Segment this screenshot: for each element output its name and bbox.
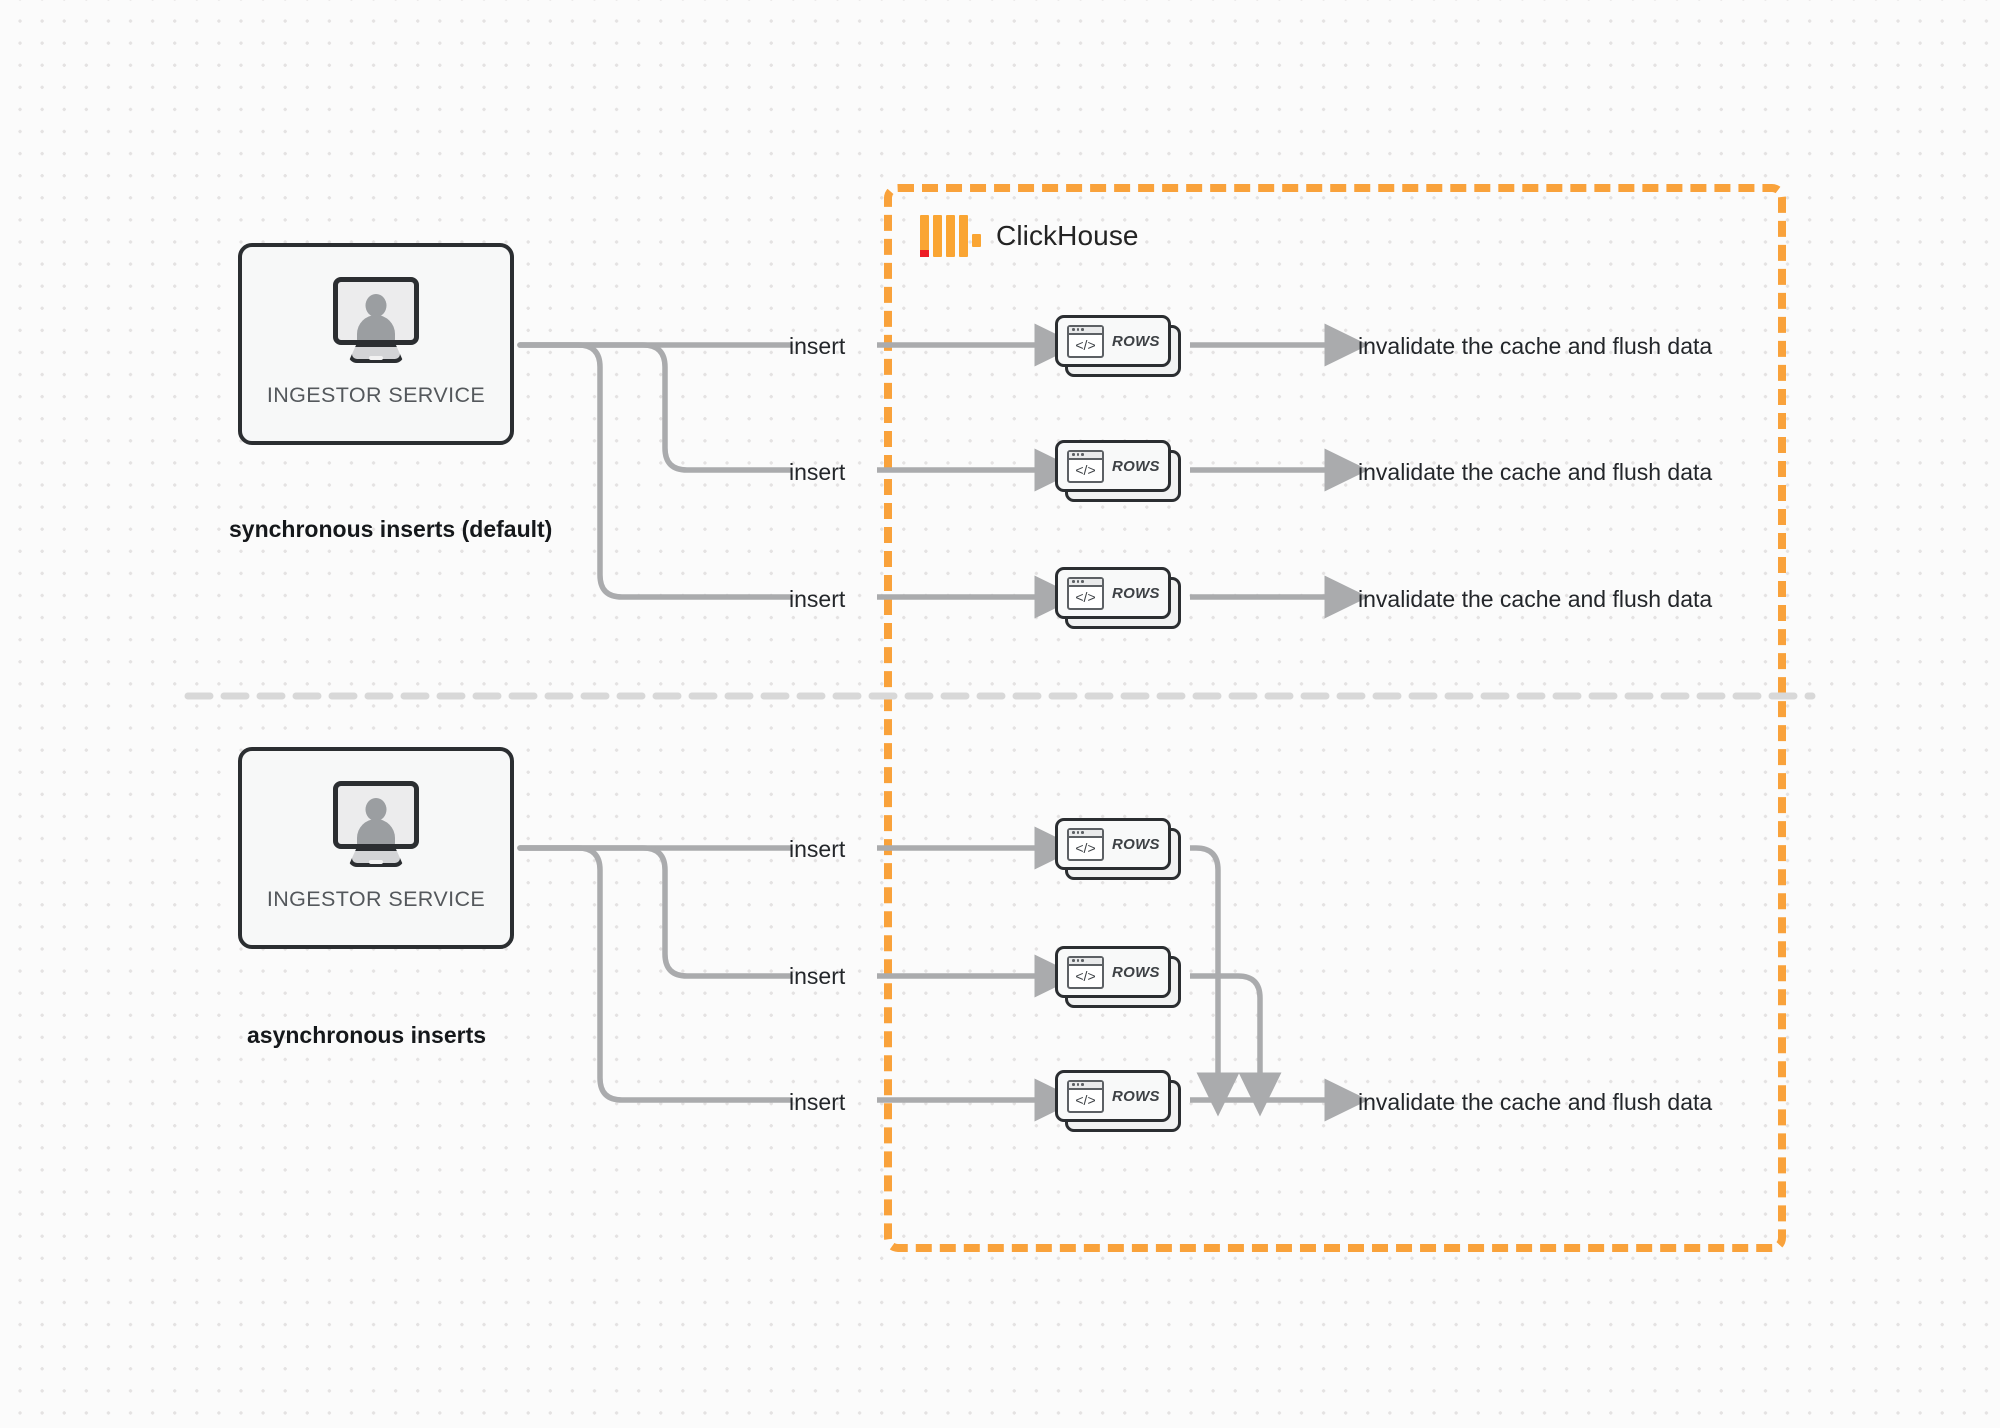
logo-bar-4 <box>959 215 968 257</box>
monitor-stand <box>348 847 404 867</box>
titlebar-dot <box>1076 580 1079 583</box>
monitor-notch <box>369 356 383 360</box>
insert-label-sync-1: insert <box>789 333 846 359</box>
result-label-sync-3: invalidate the cache and flush data <box>1358 586 1713 612</box>
code-window-icon: </> <box>1067 449 1104 483</box>
rows-label: ROWS <box>1112 963 1160 981</box>
titlebar-dot <box>1081 959 1084 962</box>
clickhouse-label: ClickHouse <box>996 220 1139 251</box>
logo-red-square <box>920 250 929 257</box>
rows-label: ROWS <box>1112 1087 1160 1105</box>
user-body <box>357 315 395 340</box>
user-body <box>357 819 395 844</box>
rows-card-front: </> ROWS <box>1055 946 1171 998</box>
rows-label: ROWS <box>1112 332 1160 350</box>
logo-accent-square <box>972 234 981 247</box>
rows-card-async-1[interactable]: </> ROWS <box>1055 818 1181 880</box>
result-label-async-merged: invalidate the cache and flush data <box>1358 1089 1713 1115</box>
code-window-icon: </> <box>1067 955 1104 989</box>
rows-card-front: </> ROWS <box>1055 818 1171 870</box>
rows-card-sync-2[interactable]: </> ROWS <box>1055 440 1181 502</box>
monitor-notch <box>369 860 383 864</box>
code-glyph: </> <box>1075 840 1096 856</box>
result-label-sync-2: invalidate the cache and flush data <box>1358 459 1713 485</box>
rows-card-sync-3[interactable]: </> ROWS <box>1055 567 1181 629</box>
rows-label: ROWS <box>1112 584 1160 602</box>
sync-fanout-lines <box>517 342 793 600</box>
titlebar-dot <box>1072 453 1075 456</box>
titlebar-dot <box>1076 1083 1079 1086</box>
titlebar-dot <box>1076 831 1079 834</box>
rows-label: ROWS <box>1112 457 1160 475</box>
insert-label-async-2: insert <box>789 963 846 989</box>
monitor-screen <box>333 781 419 849</box>
ingestor-service-label: INGESTOR SERVICE <box>266 383 486 407</box>
titlebar-dot <box>1072 580 1075 583</box>
insert-label-async-3: insert <box>789 1089 846 1115</box>
clickhouse-brand: ClickHouse <box>920 215 1139 257</box>
logo-bar-3 <box>946 215 955 257</box>
titlebar-dot <box>1081 1083 1084 1086</box>
rows-card-front: </> ROWS <box>1055 1070 1171 1122</box>
user-head <box>365 798 387 821</box>
rows-card-front: </> ROWS <box>1055 440 1171 492</box>
section-caption-asynchronous: asynchronous inserts <box>247 1022 487 1048</box>
code-window-titlebar <box>1069 578 1102 587</box>
section-caption-synchronous: synchronous inserts (default) <box>229 516 553 542</box>
titlebar-dot <box>1081 580 1084 583</box>
rows-card-async-3[interactable]: </> ROWS <box>1055 1070 1181 1132</box>
rows-card-async-2[interactable]: </> ROWS <box>1055 946 1181 1008</box>
clickhouse-logo <box>920 215 981 257</box>
titlebar-dot <box>1076 328 1079 331</box>
ingestor-service-sync[interactable]: INGESTOR SERVICE <box>238 243 514 445</box>
code-window-titlebar <box>1069 326 1102 335</box>
rows-card-front: </> ROWS <box>1055 567 1171 619</box>
code-window-icon: </> <box>1067 1079 1104 1113</box>
code-window-titlebar <box>1069 829 1102 838</box>
monitor-user-icon <box>328 781 424 867</box>
code-window-titlebar <box>1069 1081 1102 1090</box>
monitor-screen <box>333 277 419 345</box>
code-glyph: </> <box>1075 589 1096 605</box>
logo-bar-2 <box>933 215 942 257</box>
titlebar-dot <box>1081 453 1084 456</box>
titlebar-dot <box>1081 831 1084 834</box>
titlebar-dot <box>1076 453 1079 456</box>
insert-label-sync-3: insert <box>789 586 846 612</box>
monitor-stand <box>348 343 404 363</box>
titlebar-dot <box>1072 831 1075 834</box>
rows-label: ROWS <box>1112 835 1160 853</box>
logo-bar-1 <box>920 215 929 257</box>
rows-card-sync-1[interactable]: </> ROWS <box>1055 315 1181 377</box>
ingestor-service-async[interactable]: INGESTOR SERVICE <box>238 747 514 949</box>
code-glyph: </> <box>1075 1092 1096 1108</box>
insert-label-async-1: insert <box>789 836 846 862</box>
code-window-titlebar <box>1069 451 1102 460</box>
titlebar-dot <box>1072 328 1075 331</box>
code-window-icon: </> <box>1067 576 1104 610</box>
monitor-user-icon <box>328 277 424 363</box>
titlebar-dot <box>1072 959 1075 962</box>
code-window-icon: </> <box>1067 827 1104 861</box>
code-glyph: </> <box>1075 337 1096 353</box>
code-glyph: </> <box>1075 462 1096 478</box>
titlebar-dot <box>1076 959 1079 962</box>
rows-card-front: </> ROWS <box>1055 315 1171 367</box>
result-label-sync-1: invalidate the cache and flush data <box>1358 333 1713 359</box>
titlebar-dot <box>1072 1083 1075 1086</box>
user-head <box>365 294 387 317</box>
ingestor-service-label: INGESTOR SERVICE <box>266 887 486 911</box>
insert-label-sync-2: insert <box>789 459 846 485</box>
clickhouse-region-border <box>884 184 1786 1252</box>
code-window-icon: </> <box>1067 324 1104 358</box>
async-fanout-lines <box>517 845 793 1103</box>
titlebar-dot <box>1081 328 1084 331</box>
code-glyph: </> <box>1075 968 1096 984</box>
code-window-titlebar <box>1069 957 1102 966</box>
